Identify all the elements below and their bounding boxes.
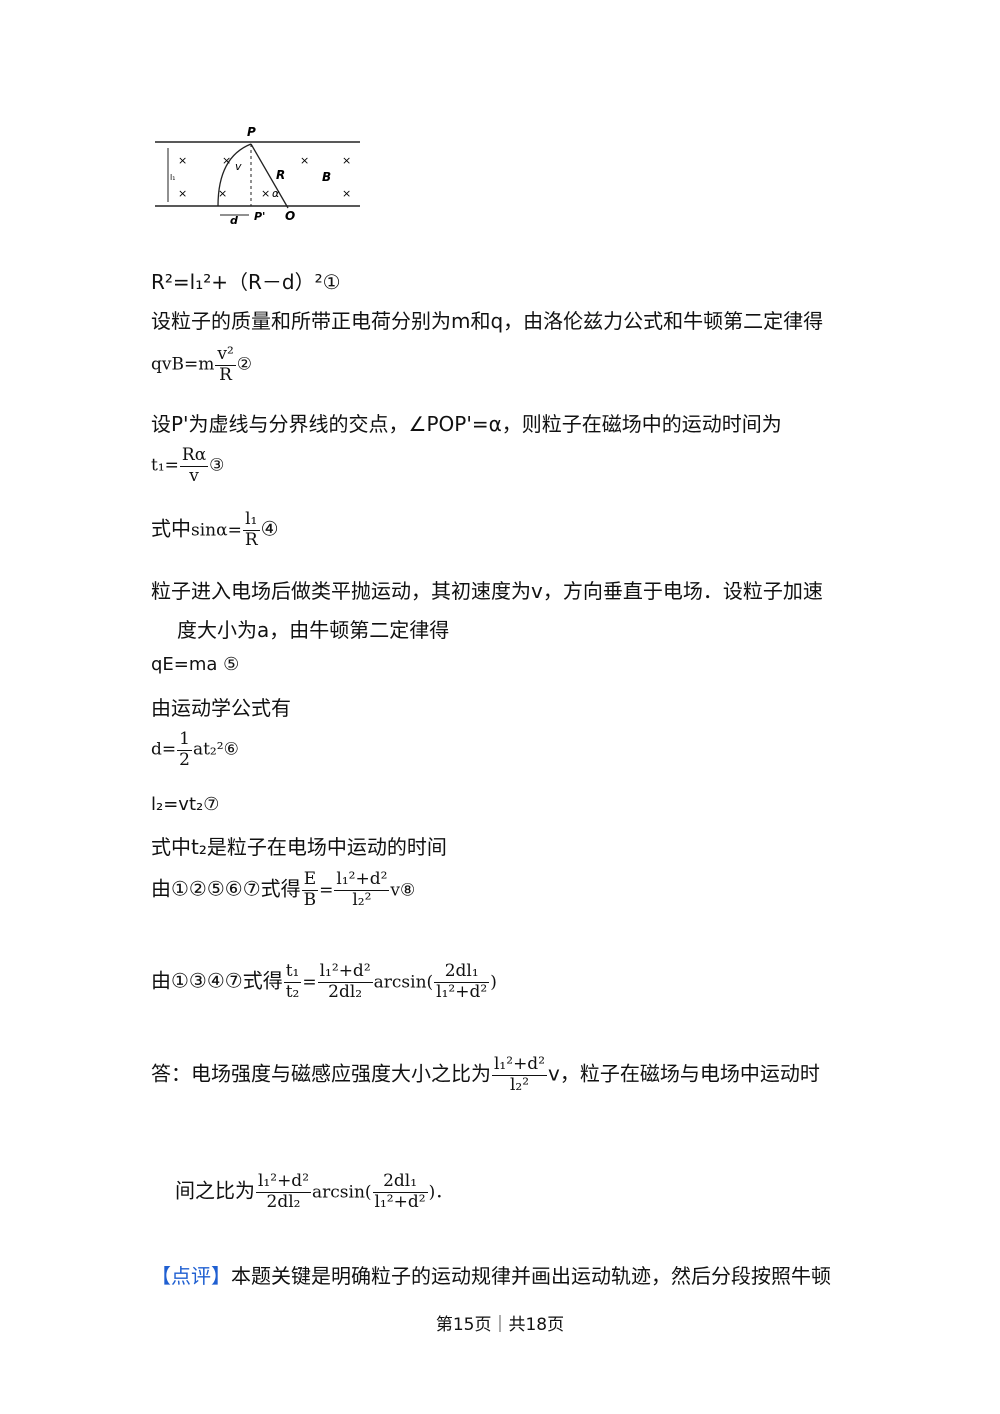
answer2-inner-denominator: l₁²+d²: [374, 1191, 426, 1212]
eq4-numerator: l₁: [242, 509, 260, 531]
answer2-numerator: l₁²+d²: [256, 1171, 312, 1193]
comment-line: 【点评】本题关键是明确粒子的运动规律并画出运动轨迹，然后分段按照牛顿: [151, 1260, 831, 1289]
eq9-denominator: 2dl₂: [328, 981, 363, 1002]
eq4-prefix: 式中: [151, 516, 191, 541]
eq6-mark: ⑥: [223, 739, 239, 760]
answer-denominator: l₂²: [509, 1074, 530, 1095]
cross-mark: ×: [178, 187, 187, 200]
eq2-denominator: R: [219, 364, 232, 385]
eq9-close: ): [490, 972, 497, 993]
answer-mid: v，粒子在磁场与电场中运动时: [548, 1061, 820, 1086]
eq2-mark: ②: [236, 354, 253, 375]
answer2-denominator: 2dl₂: [266, 1191, 301, 1212]
magnetic-field-diagram: × × × × × × × × P v R B l₁ α d P' O: [155, 125, 360, 227]
answer-numerator: l₁²+d²: [492, 1054, 548, 1076]
eq9-left-numerator: t₁: [283, 961, 302, 983]
answer2-prefix: 间之比为: [175, 1178, 255, 1203]
cross-mark: ×: [178, 154, 187, 167]
eq6-numerator: 1: [177, 729, 192, 751]
cross-mark: ×: [218, 187, 227, 200]
eq4-denominator: R: [244, 529, 258, 550]
eq2-left: qvB=m: [151, 354, 215, 375]
paragraph-3b: 度大小为a，由牛顿第二定律得: [177, 618, 450, 642]
paragraph-5: 式中t₂是粒子在电场中运动的时间: [151, 835, 447, 859]
eq9-prefix: 由①③④⑦式得: [151, 968, 283, 993]
label-p-prime: P': [254, 210, 265, 223]
label-o: O: [285, 209, 295, 223]
page-footer: 第15页｜共18页: [435, 1315, 565, 1335]
answer2-func: arcsin(: [312, 1182, 372, 1203]
eq4-left: sinα=: [191, 520, 242, 541]
cross-mark: ×: [300, 154, 309, 167]
comment-tag: 【点评】: [151, 1264, 231, 1288]
label-l1: l₁: [170, 173, 175, 182]
comment-text: 本题关键是明确粒子的运动规律并画出运动轨迹，然后分段按照牛顿: [231, 1264, 831, 1288]
label-d: d: [230, 214, 238, 227]
label-v: v: [235, 160, 242, 173]
equation-5: qE=ma ⑤: [151, 654, 240, 675]
eq9-func: arcsin(: [373, 972, 434, 993]
eq3-left: t₁=: [151, 455, 179, 476]
eq9-inner-denominator: l₁²+d²: [436, 981, 488, 1002]
cross-mark: ×: [222, 154, 231, 167]
eq8-left-denominator: B: [303, 889, 317, 910]
answer-prefix: 答：电场强度与磁感应强度大小之比为: [151, 1061, 491, 1086]
eq8-left-numerator: E: [301, 869, 319, 891]
label-r: R: [276, 168, 285, 182]
eq3-numerator: Rα: [179, 445, 209, 467]
label-p: P: [247, 125, 256, 139]
eq9-left-denominator: t₂: [285, 981, 300, 1002]
eq8-numerator: l₁²+d²: [334, 869, 390, 891]
cross-mark: ×: [261, 187, 270, 200]
paragraph-3a: 粒子进入电场后做类平抛运动，其初速度为v，方向垂直于电场．设粒子加速: [151, 579, 823, 603]
eq8-prefix: 由①②⑤⑥⑦式得: [151, 876, 301, 901]
answer2-inner-numerator: 2dl₁: [372, 1171, 428, 1193]
eq6-denominator: 2: [179, 749, 190, 770]
eq6-right: at₂²: [192, 739, 224, 760]
cross-mark: ×: [342, 154, 351, 167]
answer2-close: )．: [428, 1182, 453, 1203]
trajectory-arc: [217, 143, 252, 207]
eq3-denominator: v: [189, 465, 199, 486]
paragraph-2: 设P'为虚线与分界线的交点，∠POP'=α，则粒子在磁场中的运动时间为: [151, 412, 782, 436]
eq2-numerator: v²: [215, 344, 236, 366]
radius-line: [250, 143, 289, 209]
equation-1: R²=l₁²+（R－d）²①: [151, 270, 341, 294]
eq8-right: v⑧: [390, 880, 416, 901]
eq8-denominator: l₂²: [352, 889, 372, 910]
eq3-mark: ③: [209, 455, 225, 476]
label-b: B: [322, 170, 331, 184]
cross-mark: ×: [342, 187, 351, 200]
equation-7: l₂=vt₂⑦: [151, 794, 220, 815]
eq9-numerator: l₁²+d²: [317, 961, 373, 983]
paragraph-4: 由运动学公式有: [151, 696, 291, 720]
eq6-left: d=: [151, 739, 177, 760]
eq9-inner-numerator: 2dl₁: [434, 961, 490, 983]
paragraph-1: 设粒子的质量和所带正电荷分别为m和q，由洛伦兹力公式和牛顿第二定律得: [151, 309, 824, 333]
eq4-mark: ④: [260, 516, 279, 541]
label-alpha: α: [272, 187, 280, 200]
